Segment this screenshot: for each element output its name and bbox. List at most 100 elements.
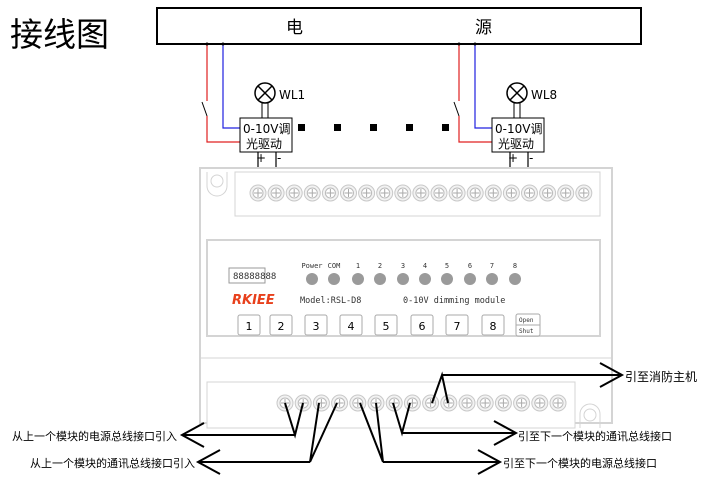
led-label: 1 [356,262,360,270]
led-label: 7 [490,262,494,270]
label-comm-out: 引至下一个模块的通讯总线接口 [518,429,672,443]
channel-button-label: 6 [419,320,426,333]
channel-button[interactable] [304,314,328,336]
brand-logo: RKIEE [232,293,275,308]
status-led [374,273,386,285]
driver-label: 0-10V调 [495,122,542,136]
status-led [397,273,409,285]
neutral-wire [222,44,240,129]
led-label: Power [301,262,322,270]
screw-slot [489,189,498,197]
screw-slot [444,399,453,407]
screw-slot [525,189,534,197]
screw-slot [517,399,526,407]
power-bus-label-left: 电 [286,18,303,38]
led-label: COM [328,262,341,270]
bus-wiring [179,362,625,475]
screw-slot [416,189,425,197]
lamp-cross [257,85,273,101]
channel-button-label: 7 [454,320,461,333]
label-power-out: 引至下一个模块的电源总线接口 [503,456,657,470]
status-led [328,273,340,285]
led-label: 8 [513,262,517,270]
shut-label: Shut [519,328,534,335]
screw-slot [435,189,443,197]
label-comm-in: 从上一个模块的通讯总线接口引入 [30,456,195,470]
lamp-cross [509,85,525,101]
channel-button[interactable] [445,314,469,336]
switch-icon [201,101,208,117]
screw-slot [344,189,353,197]
junction-dot [473,42,477,46]
plus-label: + [508,151,518,165]
ellipsis-dots [298,124,449,131]
driver-label: 0-10V调 [243,122,290,136]
lamp-label: WL8 [531,88,557,102]
screw-slot [561,189,570,197]
screw-slot [579,189,588,197]
screw-slot [398,189,407,197]
screw-slot [499,399,508,407]
channel-button-label: 2 [278,320,285,333]
driver-label: 光驱动 [498,137,534,151]
model-label: Model:RSL-D8 [300,296,361,306]
lamp-label: WL1 [279,88,305,102]
lamp-wires [513,103,521,118]
screw-slot [380,189,389,197]
screw-slot [290,189,299,197]
led-label: 4 [423,262,427,270]
diagram-title: 接线图 [10,15,109,54]
screw-slot [362,189,371,197]
open-label: Open [519,317,534,324]
led-label: 3 [401,262,405,270]
plus-label: + [256,151,266,165]
minus-label: - [277,151,281,165]
channel-button-label: 4 [348,320,355,333]
screw-slot [326,189,335,197]
neutral-wire [474,44,492,129]
driver-label: 光驱动 [246,137,282,151]
switch-icon [453,101,460,117]
led-label: 5 [445,262,449,270]
junction-dot [221,42,225,46]
screw-slot [254,189,262,197]
channel-button-label: 8 [490,320,497,333]
channel-button[interactable] [410,314,434,336]
screw-slot [507,189,516,197]
status-led [464,273,476,285]
label-power-in: 从上一个模块的电源总线接口引入 [12,429,177,443]
status-led [486,273,498,285]
dip-switch[interactable] [228,267,266,284]
screw-slot [471,189,480,197]
led-label: 2 [378,262,382,270]
dip-switch-digits: 88888888 [233,272,276,282]
power-bus-label-right: 源 [475,18,492,38]
junction-dot [457,42,461,46]
screw-slot [481,399,490,407]
junction-dot [205,42,209,46]
status-led [441,273,453,285]
channel-button-label: 3 [313,320,320,333]
live-wire [206,116,240,143]
minus-label: - [529,151,533,165]
screw-slot [272,189,281,197]
channel-button[interactable] [339,314,363,336]
module-description: 0-10V dimming module [403,296,505,306]
channel-button[interactable] [269,314,293,336]
channel-button[interactable] [237,314,261,336]
status-led [306,273,318,285]
channel-button[interactable] [481,314,505,336]
led-label: 6 [468,262,472,270]
label-fire-host: 引至消防主机 [625,369,697,384]
screw-slot [535,399,544,407]
screw-slot [554,399,562,407]
power-bus [156,7,642,45]
lamp-wires [261,103,269,118]
status-led [509,273,521,285]
channel-button[interactable] [374,314,398,336]
screw-slot [463,399,471,407]
status-led [419,273,431,285]
